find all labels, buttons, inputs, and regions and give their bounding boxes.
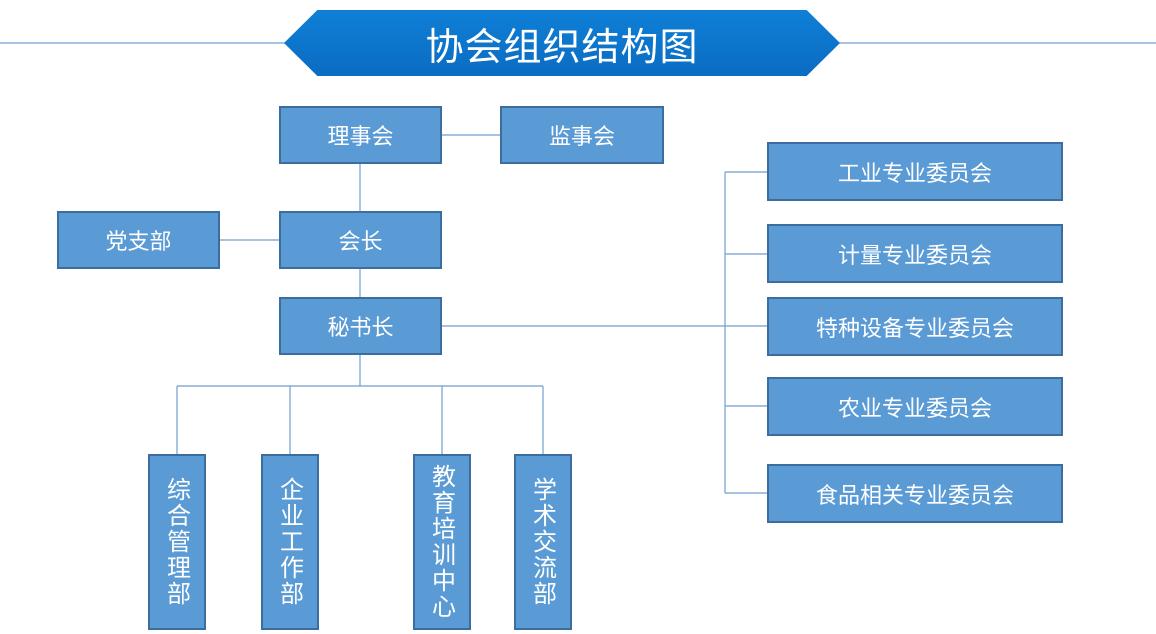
node-committee: 计量专业委员会: [767, 224, 1063, 283]
node-department: 企业工作部: [261, 454, 319, 630]
node-committee: 特种设备专业委员会: [767, 297, 1063, 356]
page-title: 协会组织结构图: [425, 24, 699, 69]
node-board: 理事会: [279, 106, 442, 164]
node-supervisors: 监事会: [500, 106, 664, 164]
node-department: 学术交流部: [514, 454, 572, 630]
node-committee: 工业专业委员会: [767, 142, 1063, 201]
node-committee: 食品相关专业委员会: [767, 464, 1063, 523]
node-president: 会长: [279, 211, 442, 269]
node-party-branch: 党支部: [57, 211, 220, 269]
title-banner: 协会组织结构图: [284, 10, 840, 76]
node-department: 教育培训中心: [413, 454, 471, 630]
node-department: 综合管理部: [148, 454, 206, 630]
node-committee: 农业专业委员会: [767, 377, 1063, 436]
node-secretary-general: 秘书长: [279, 297, 442, 355]
